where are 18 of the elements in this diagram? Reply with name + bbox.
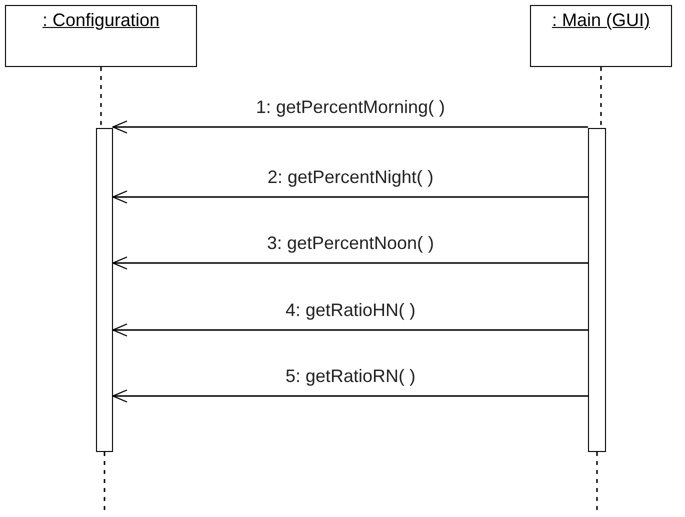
message-arrow	[112, 256, 588, 270]
object-name: : Configuration	[41, 10, 161, 31]
lifeline-head-box	[5, 5, 197, 67]
message-arrow	[112, 120, 588, 134]
message-arrow	[112, 190, 588, 204]
message-label: 2: getPercentNight( )	[267, 167, 434, 188]
message-label: 4: getRatioHN( )	[285, 300, 416, 321]
lifeline	[600, 67, 602, 128]
message-arrow	[112, 323, 588, 337]
message-arrow	[112, 389, 588, 403]
message-label: 1: getPercentMorning( )	[256, 97, 446, 118]
activation-bar	[96, 128, 113, 452]
message-label: 5: getRatioRN( )	[285, 366, 416, 387]
message-label: 3: getPercentNoon( )	[266, 233, 434, 254]
lifeline	[100, 67, 102, 128]
object-name: : Main (GUI)	[550, 10, 651, 31]
activation-bar	[588, 128, 606, 452]
lifeline-head-box	[530, 5, 672, 67]
